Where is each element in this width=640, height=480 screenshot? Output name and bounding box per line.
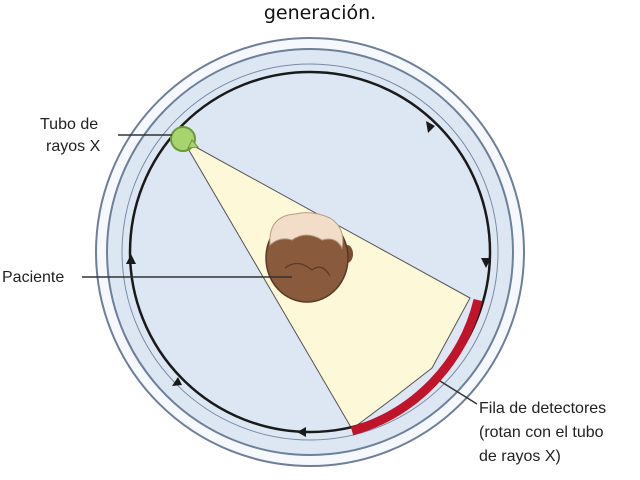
label-tube-line2: rayos X [46,138,101,155]
label-detector-line3: de rayos X) [479,448,561,465]
orbit-arrow-bottom-left [172,377,182,386]
label-detector-line1: Fila de detectores [479,400,606,417]
page-title: generación. [263,2,377,24]
label-tube-line1: Tubo de [40,116,98,133]
detector-row [350,298,483,436]
orbit-arrow-right [481,258,491,268]
detector-leader-line [439,380,478,405]
label-detector-line2: (rotan con el tubo [479,424,604,441]
xray-tube-nozzle [187,139,200,149]
label-patient: Paciente [2,269,64,286]
patient-hair [269,212,344,250]
patient-face-lines [284,262,331,277]
orbit-arrow-left [126,254,136,264]
rotation-orbit [128,70,492,434]
orbit-arrow-top-right [426,121,435,133]
rotation-arrows [126,121,491,437]
patient-head-icon [265,212,353,303]
orbit-arrow-bottom [297,427,306,437]
